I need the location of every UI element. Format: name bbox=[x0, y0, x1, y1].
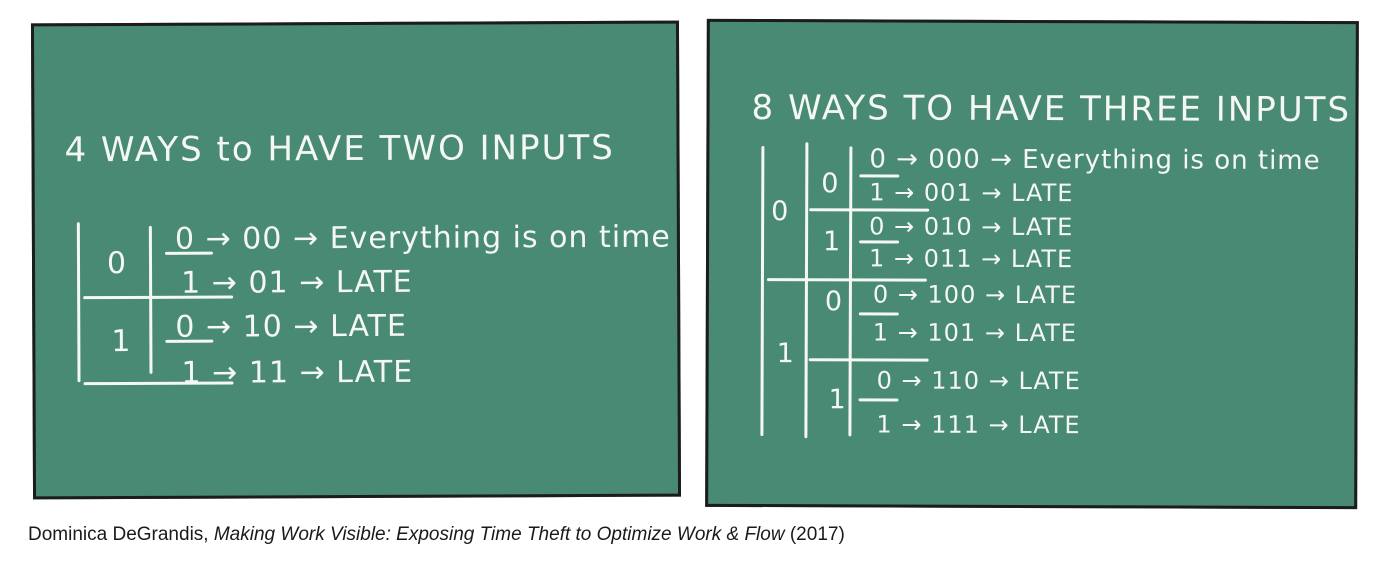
caption-year: (2017) bbox=[789, 524, 845, 545]
image-caption: Dominica DeGrandis, Making Work Visible:… bbox=[28, 524, 845, 546]
outcome: LATE bbox=[1014, 280, 1078, 310]
arrow-icon: → bbox=[894, 212, 916, 241]
arrow-icon: → bbox=[901, 410, 923, 439]
binary-code: 010 bbox=[923, 212, 973, 241]
arrow-icon: → bbox=[897, 280, 919, 309]
left-chalkboard: 4 WAYS to HAVE TWO INPUTS 0 1 0 → 00 → E… bbox=[30, 20, 682, 500]
right-grid-vline-3 bbox=[848, 146, 853, 437]
arrow-icon: → bbox=[981, 244, 1003, 273]
arrow-icon: → bbox=[988, 366, 1010, 395]
arrow-icon: → bbox=[893, 244, 916, 273]
right-first-bit-0: 0 bbox=[771, 196, 790, 228]
outcome: LATE bbox=[1010, 244, 1074, 274]
outcome: LATE bbox=[1011, 178, 1074, 208]
binary-code: 101 bbox=[927, 318, 977, 347]
outcome: LATE bbox=[1010, 212, 1074, 242]
left-row-4: 1 → 11 → LATE bbox=[181, 355, 413, 391]
outcome: LATE bbox=[335, 264, 413, 301]
arrow-icon: → bbox=[988, 410, 1010, 439]
arrow-icon: → bbox=[984, 318, 1007, 347]
right-second-bit-0: 0 bbox=[821, 168, 840, 200]
right-grid-vline-1 bbox=[760, 146, 765, 437]
arrow-icon: → bbox=[981, 212, 1003, 241]
second-bit: 1 bbox=[181, 265, 202, 301]
arrow-icon: → bbox=[299, 265, 326, 301]
right-row-4: 1 → 011 → LATE bbox=[869, 244, 1073, 273]
left-grid-outer-vline bbox=[76, 222, 81, 383]
right-row-1: 0 → 000 → Everything is on time bbox=[869, 144, 1320, 176]
right-row-8: 1 → 111 → LATE bbox=[876, 410, 1080, 439]
right-grid-sub-hline-2 bbox=[808, 358, 929, 362]
left-first-bit-0: 0 bbox=[106, 245, 128, 282]
outcome: Everything is on time bbox=[329, 219, 671, 257]
binary-code: 10 bbox=[242, 309, 283, 345]
right-row-7: 0 → 110 → LATE bbox=[877, 366, 1081, 395]
third-bit: 1 bbox=[868, 244, 886, 273]
outcome: LATE bbox=[1018, 410, 1081, 440]
third-bit: 0 bbox=[869, 212, 886, 241]
right-grid-sub-hline-1 bbox=[809, 208, 930, 212]
binary-code: 001 bbox=[923, 178, 973, 207]
third-bit: 1 bbox=[872, 318, 890, 347]
left-row-3: 0 → 10 → LATE bbox=[175, 309, 407, 345]
right-grid-vline-2 bbox=[804, 142, 809, 439]
arrow-icon: → bbox=[212, 355, 239, 391]
right-third-hline-1 bbox=[859, 174, 900, 178]
arrow-icon: → bbox=[292, 221, 320, 257]
left-grid-inner-vline bbox=[148, 225, 153, 374]
binary-code: 01 bbox=[248, 265, 289, 301]
right-row-6: 1 → 101 → LATE bbox=[873, 318, 1077, 347]
right-row-5: 0 → 100 → LATE bbox=[873, 280, 1077, 309]
third-bit: 0 bbox=[869, 144, 887, 175]
third-bit: 0 bbox=[876, 366, 893, 395]
left-row-2: 1 → 01 → LATE bbox=[181, 265, 413, 301]
left-board-title: 4 WAYS to HAVE TWO INPUTS bbox=[64, 127, 615, 171]
right-chalkboard: 8 WAYS TO HAVE THREE INPUTS 0 1 0 1 0 1 … bbox=[705, 18, 1359, 510]
left-first-bit-1: 1 bbox=[111, 323, 132, 360]
binary-code: 100 bbox=[927, 280, 977, 309]
binary-code: 00 bbox=[242, 221, 283, 257]
second-bit: 0 bbox=[175, 309, 196, 345]
right-row-3: 0 → 010 → LATE bbox=[869, 212, 1073, 241]
third-bit: 1 bbox=[869, 178, 886, 207]
arrow-icon: → bbox=[205, 309, 233, 345]
binary-code: 000 bbox=[928, 144, 981, 175]
arrow-icon: → bbox=[211, 265, 238, 301]
right-second-bit-1: 1 bbox=[823, 226, 842, 258]
arrow-icon: → bbox=[299, 355, 326, 391]
arrow-icon: → bbox=[990, 144, 1013, 175]
right-row-2: 1 → 001 → LATE bbox=[869, 178, 1073, 207]
arrow-icon: → bbox=[981, 178, 1003, 207]
arrow-icon: → bbox=[896, 144, 920, 175]
outcome: LATE bbox=[1014, 318, 1077, 348]
right-second-bit-2: 0 bbox=[824, 286, 844, 318]
second-bit: 1 bbox=[181, 355, 202, 391]
right-third-hline-2 bbox=[859, 240, 900, 244]
outcome: LATE bbox=[329, 308, 408, 345]
right-first-bit-1: 1 bbox=[776, 338, 795, 370]
binary-code: 111 bbox=[931, 410, 980, 439]
second-bit: 0 bbox=[174, 221, 196, 257]
left-row-1: 0 → 00 → Everything is on time bbox=[175, 220, 671, 257]
right-second-bit-3: 1 bbox=[828, 384, 847, 416]
arrow-icon: → bbox=[894, 178, 916, 207]
outcome: Everything is on time bbox=[1022, 144, 1321, 177]
arrow-icon: → bbox=[901, 366, 923, 395]
caption-book-title: Making Work Visible: Exposing Time Theft… bbox=[213, 524, 785, 545]
outcome: LATE bbox=[336, 354, 414, 391]
arrow-icon: → bbox=[897, 318, 919, 347]
right-third-hline-4 bbox=[858, 398, 899, 402]
binary-code: 011 bbox=[923, 244, 973, 273]
caption-author: Dominica DeGrandis, bbox=[28, 524, 209, 545]
third-bit: 0 bbox=[872, 280, 890, 309]
binary-code: 11 bbox=[248, 355, 290, 391]
arrow-icon: → bbox=[205, 221, 232, 257]
arrow-icon: → bbox=[984, 280, 1007, 309]
binary-code: 110 bbox=[931, 366, 981, 395]
arrow-icon: → bbox=[293, 309, 320, 345]
outcome: LATE bbox=[1018, 366, 1081, 396]
third-bit: 1 bbox=[876, 410, 893, 439]
right-board-title: 8 WAYS TO HAVE THREE INPUTS bbox=[751, 88, 1352, 131]
right-third-hline-3 bbox=[858, 312, 899, 316]
